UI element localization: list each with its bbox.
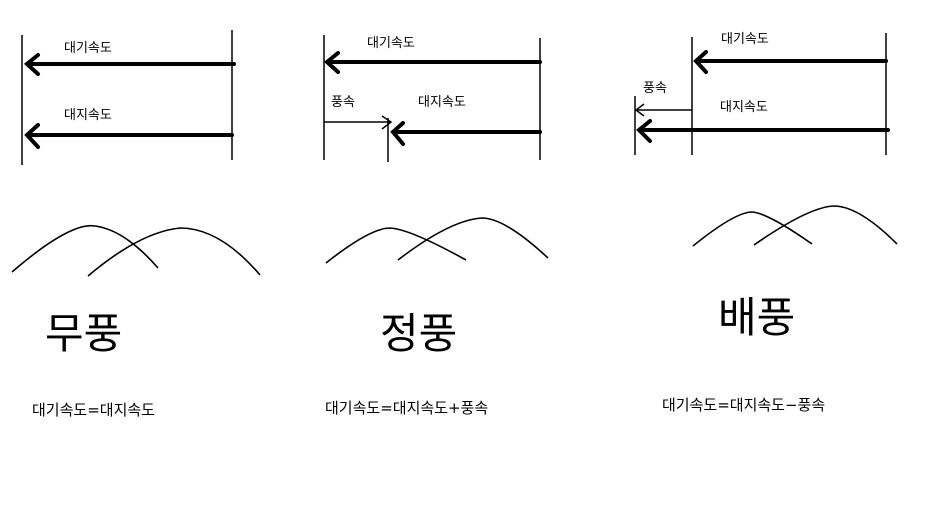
panel-title: 무풍: [45, 309, 122, 358]
air-speed-arrow: [323, 51, 542, 74]
ground-speed-label: 대지속도: [64, 108, 112, 123]
wind-arrow: [634, 103, 692, 117]
air-speed-arrow: [23, 53, 236, 76]
ground-speed-arrow: [24, 123, 234, 149]
ground-speed-arrow: [636, 119, 890, 143]
air-speed-label: 대기속도: [721, 32, 769, 47]
panel-tailwind: 대기속도 풍속 대지속도 배풍 대기속도=대지속도−풍속: [634, 32, 898, 414]
formula-text: 대기속도=대지속도+풍속: [325, 399, 488, 417]
wave-pattern: [692, 205, 898, 247]
ground-speed-label: 대지속도: [418, 95, 466, 110]
wave-pattern: [11, 224, 261, 277]
wave-pattern: [325, 217, 549, 264]
air-speed-label: 대기속도: [367, 36, 415, 51]
air-speed-arrow: [693, 50, 888, 74]
wind-label: 풍속: [331, 95, 355, 110]
panel-title: 정풍: [380, 309, 457, 358]
formula-text: 대기속도=대지속도−풍속: [662, 396, 825, 414]
wind-label: 풍속: [643, 81, 667, 96]
panel-title: 배풍: [718, 293, 795, 342]
wind-arrow: [324, 115, 393, 130]
formula-text: 대기속도=대지속도: [32, 401, 155, 419]
air-speed-label: 대기속도: [64, 41, 112, 56]
panel-headwind: 대기속도 풍속 대지속도 정풍 대기속도=대지속도+풍속: [323, 35, 549, 417]
ground-speed-arrow: [390, 121, 542, 146]
ground-speed-label: 대지속도: [720, 100, 768, 115]
panel-calm: 대기속도 대지속도 무풍 대기속도=대지속도: [11, 30, 261, 419]
